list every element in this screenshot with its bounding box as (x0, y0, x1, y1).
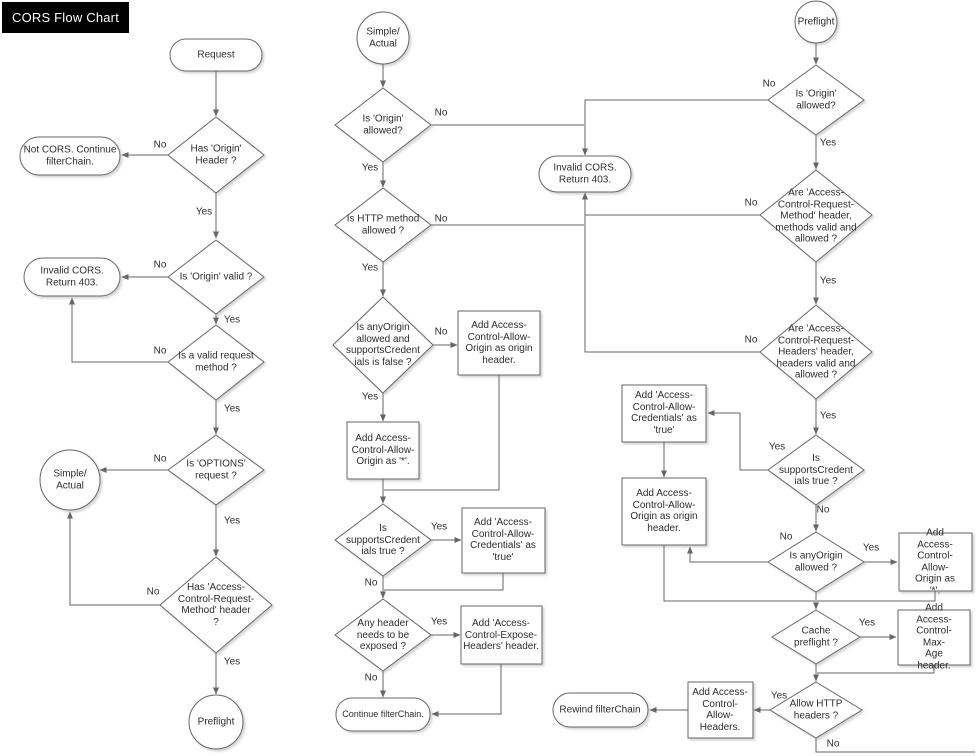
edge-r-origin-no (582, 99, 768, 156)
r-supports-credentials-label: Is supportsCredent ials true ? (779, 452, 853, 487)
edge-label-no: No (826, 738, 840, 750)
m-add-origin-star-process (346, 421, 420, 480)
simple-actual-label: Simple/ Actual (53, 468, 87, 492)
edge-label-yes: Yes (768, 441, 786, 453)
has-acrm-header-label: Has 'Access- Control-Request- Method' he… (177, 582, 255, 628)
m-anyorigin-credentials-label: Is anyOrigin allowed and supportsCredent… (346, 322, 420, 368)
edge-r-anyorigin-no (687, 546, 768, 563)
chart-title: CORS Flow Chart (2, 2, 130, 33)
edge-label-yes: Yes (430, 521, 448, 533)
m-simple-actual-label: Simple/ Actual (366, 26, 400, 50)
edge-label-yes: Yes (862, 542, 880, 554)
m-invalid-cors-label: Invalid CORS. Return 403. (553, 162, 617, 186)
edge-label-yes: Yes (819, 137, 837, 149)
m-add-credentials-process (461, 507, 546, 574)
r-add-origin-star-process (898, 532, 973, 592)
edge-m-addexpose-out (431, 664, 502, 717)
r-allow-http-headers-label: Allow HTTP headers ? (789, 698, 843, 722)
edge-label-no: No (779, 531, 793, 543)
r-cache-preflight-label: Cache preflight ? (794, 625, 838, 649)
edge-r-cred-yes (707, 410, 768, 471)
r-add-origin-star-label: Add Access- Control-Allow- Origin as '*'… (914, 527, 955, 597)
edge-label-no: No (153, 139, 167, 151)
edge-label-no: No (744, 334, 758, 346)
is-origin-valid-label: Is 'Origin' valid ? (179, 271, 253, 283)
edge-r-maxage-out (817, 665, 935, 674)
edge-label-yes: Yes (223, 314, 241, 326)
edge-label-no: No (364, 577, 378, 589)
r-add-allow-headers-process (687, 681, 754, 739)
m-add-expose-headers-label: Add 'Access- Control-Expose- Headers' he… (463, 617, 539, 652)
edge-label-yes: Yes (770, 690, 788, 702)
m-add-origin-header-process (457, 310, 541, 376)
edge-label-no: No (153, 345, 167, 357)
r-is-origin-allowed-label: Is 'Origin' allowed? (795, 88, 837, 112)
edge-label-yes: Yes (361, 391, 379, 403)
edge-label-yes: Yes (819, 410, 837, 422)
invalid-cors-label: Invalid CORS. Return 403. (40, 265, 104, 289)
edge-label-no: No (434, 326, 448, 338)
edge-label-yes: Yes (223, 656, 241, 668)
not-cors-terminator (19, 136, 121, 176)
edge-label-no: No (434, 107, 448, 119)
r-anyorigin-allowed-label: Is anyOrigin allowed ? (789, 550, 843, 574)
r-add-allow-headers-label: Add Access- Control- Allow- Headers. (692, 687, 748, 733)
edge-label-yes: Yes (195, 206, 213, 218)
is-options-request-label: Is 'OPTIONS' request ? (186, 458, 246, 482)
edge-acrm-no (67, 511, 160, 606)
m-any-header-exposed-label: Any header needs to be exposed ? (356, 617, 410, 652)
edge-r-addstar-out (817, 591, 936, 602)
request-label: Request (197, 49, 235, 61)
edge-label-no: No (146, 586, 160, 598)
edge-label-no: No (762, 78, 776, 90)
m-add-origin-header-label: Add Access- Control-Allow- Origin as ori… (465, 320, 533, 366)
edge-label-yes: Yes (223, 403, 241, 415)
edge-valid-method-no (69, 297, 168, 363)
edge-label-no: No (364, 672, 378, 684)
invalid-cors-terminator (23, 257, 121, 297)
preflight-label: Preflight (197, 716, 235, 728)
edge-r-acrh-no (582, 192, 760, 353)
r-acrh-valid-label: Are 'Access- Control-Request- Headers' h… (776, 323, 856, 381)
edge-label-yes: Yes (858, 617, 876, 629)
edge-r-allowheaders-no (815, 738, 975, 753)
edge-label-no: No (153, 259, 167, 271)
m-add-origin-star-label: Add Access- Control-Allow- Origin as '*'… (351, 432, 415, 467)
r-rewind-filterchain-label: Rewind filterChain (559, 704, 641, 716)
m-add-expose-headers-process (460, 605, 543, 665)
not-cors-label: Not CORS. Continue filterChain. (23, 144, 117, 168)
m-invalid-cors-terminator (538, 155, 632, 193)
r-preflight-label: Preflight (797, 16, 835, 28)
edge-label-no: No (744, 197, 758, 209)
edge-m-addcred-out (384, 573, 504, 591)
r-acrm-valid-label: Are 'Access- Control-Request- Method' he… (775, 187, 857, 245)
m-is-http-method-allowed-label: Is HTTP method allowed ? (346, 213, 420, 237)
edge-label-no: No (434, 213, 448, 225)
has-origin-header-label: Has 'Origin' Header ? (190, 143, 242, 167)
m-continue-filterchain-label: Continue filterChain. (342, 708, 424, 719)
r-add-origin-header-label: Add Access- Control-Allow- Origin as ori… (630, 488, 698, 534)
edge-label-yes: Yes (361, 162, 379, 174)
edge-label-yes: Yes (430, 616, 448, 628)
m-continue-filterchain-terminator (335, 697, 431, 732)
r-add-credentials-process (621, 384, 707, 443)
edge-label-yes: Yes (819, 275, 837, 287)
is-valid-method-label: Is a valid request method ? (178, 350, 254, 374)
simple-actual-connector (39, 449, 101, 511)
m-add-credentials-label: Add 'Access- Control-Allow- Credentials'… (470, 517, 536, 563)
edge-label-yes: Yes (361, 262, 379, 274)
edge-label-no: No (816, 504, 830, 516)
edge-r-addorigin-out (663, 545, 815, 602)
m-is-origin-allowed-label: Is 'Origin' allowed? (362, 113, 404, 137)
r-add-max-age-label: Add Access- Control-Max- Age header. (916, 602, 952, 672)
edge-label-yes: Yes (223, 515, 241, 527)
r-add-credentials-label: Add 'Access- Control-Allow- Credentials'… (631, 390, 697, 436)
m-supports-credentials-label: Is supportsCredent ials true ? (346, 522, 420, 557)
r-add-origin-header-process (621, 477, 707, 546)
r-rewind-filterchain-terminator (552, 692, 649, 728)
edge-m-addorigin-out (384, 375, 500, 491)
edge-label-no: No (153, 453, 167, 465)
preflight-connector (188, 694, 244, 750)
